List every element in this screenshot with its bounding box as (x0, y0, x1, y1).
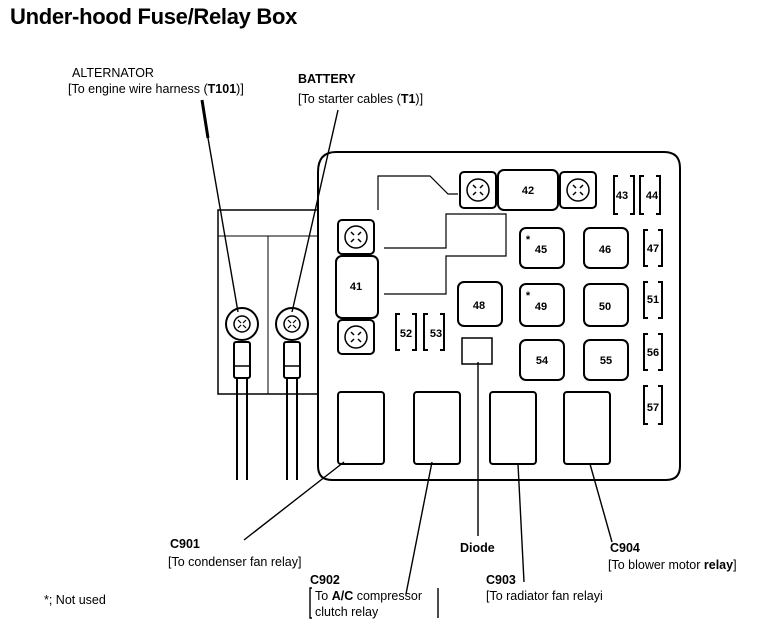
fuse-54-label: 54 (536, 355, 549, 367)
connector-c903-id: C903 (486, 573, 516, 587)
fuse-49 (519, 283, 565, 327)
fuse-51-label: 51 (647, 294, 659, 306)
battery-cable-ferrule (283, 341, 301, 379)
fuse-47 (643, 229, 663, 267)
fuse-51 (643, 281, 663, 319)
fuse-44 (639, 175, 661, 215)
fuse-56 (643, 333, 663, 371)
alternator-label: ALTERNATOR (72, 66, 154, 80)
fuse-box-housing (317, 151, 681, 481)
connector-c904-description: [To blower motor relay] (608, 558, 737, 572)
fuse-55 (583, 339, 629, 381)
fuse-46 (583, 227, 629, 269)
fuse-42-right-bolt (559, 171, 597, 209)
fuse-41-top-bolt (337, 219, 375, 255)
page-title: Under-hood Fuse/Relay Box (10, 4, 298, 29)
fuse-42-left-bolt (459, 171, 497, 209)
battery-terminal-eye (275, 307, 309, 341)
leader-lines (200, 99, 613, 595)
fuse-53-label: 53 (430, 328, 442, 340)
inner-outline (377, 175, 458, 210)
fuse-43-label: 43 (616, 190, 628, 202)
fuse-50-label: 50 (599, 301, 611, 313)
fuse-55-label: 55 (600, 355, 612, 367)
connector-c902-socket (413, 391, 461, 465)
fuse-49-label: 49 (535, 301, 547, 313)
connector-c904-socket (563, 391, 611, 465)
fuse-47-label: 47 (647, 243, 659, 255)
battery-description: [To starter cables (T1)] (298, 92, 424, 106)
fuse-44-label: 44 (646, 190, 659, 202)
fuse-54 (519, 339, 565, 381)
fuse-41-bottom-bolt (337, 319, 375, 355)
connector-c902-description-line2: clutch relay (315, 605, 379, 619)
bolt-heads (344, 178, 590, 349)
battery-label: BATTERY (298, 72, 356, 86)
connector-c901-description: [To condenser fan relay] (168, 555, 302, 569)
fuse-56-label: 56 (647, 347, 659, 359)
fuse-50 (583, 283, 629, 327)
connector-c904-id: C904 (610, 541, 640, 555)
fuse-45 (519, 227, 565, 269)
fuse-48-label: 48 (473, 300, 485, 312)
fuse-57-label: 57 (647, 402, 659, 414)
footnote: *; Not used (44, 593, 106, 607)
alternator-description: [To engine wire harness (T101)] (68, 82, 244, 96)
connector-c902-id: C902 (310, 573, 340, 587)
diode-socket (461, 337, 493, 365)
fuse-number-labels: 41 42 43 44 45 * 46 47 48 49 * 50 51 52 … (350, 185, 659, 414)
fuse-48 (457, 281, 503, 327)
not-used-mark: * (526, 234, 531, 246)
connector-c901-id: C901 (170, 537, 200, 551)
fuse-42 (497, 169, 559, 211)
fuse-42-label: 42 (522, 185, 534, 197)
connector-c901-socket (337, 391, 385, 465)
fuse-57 (643, 385, 663, 425)
alternator-cable-ferrule (233, 341, 251, 379)
fuse-52 (395, 313, 417, 351)
connector-c903-description: [To radiator fan relayi (486, 589, 603, 603)
fuse-45-label: 45 (535, 244, 547, 256)
alternator-terminal-eye (225, 307, 259, 341)
connector-c903-socket (489, 391, 537, 465)
fuse-43 (613, 175, 635, 215)
fuse-41 (335, 255, 379, 319)
diode-label: Diode (460, 541, 495, 555)
fuse-46-label: 46 (599, 244, 611, 256)
connector-c902-description: To A/C compressor (315, 589, 422, 603)
fuse-52-label: 52 (400, 328, 412, 340)
not-used-mark: * (526, 290, 531, 302)
c902-bracket (309, 587, 439, 619)
fuse-41-label: 41 (350, 281, 362, 293)
fuse-53 (423, 313, 445, 351)
